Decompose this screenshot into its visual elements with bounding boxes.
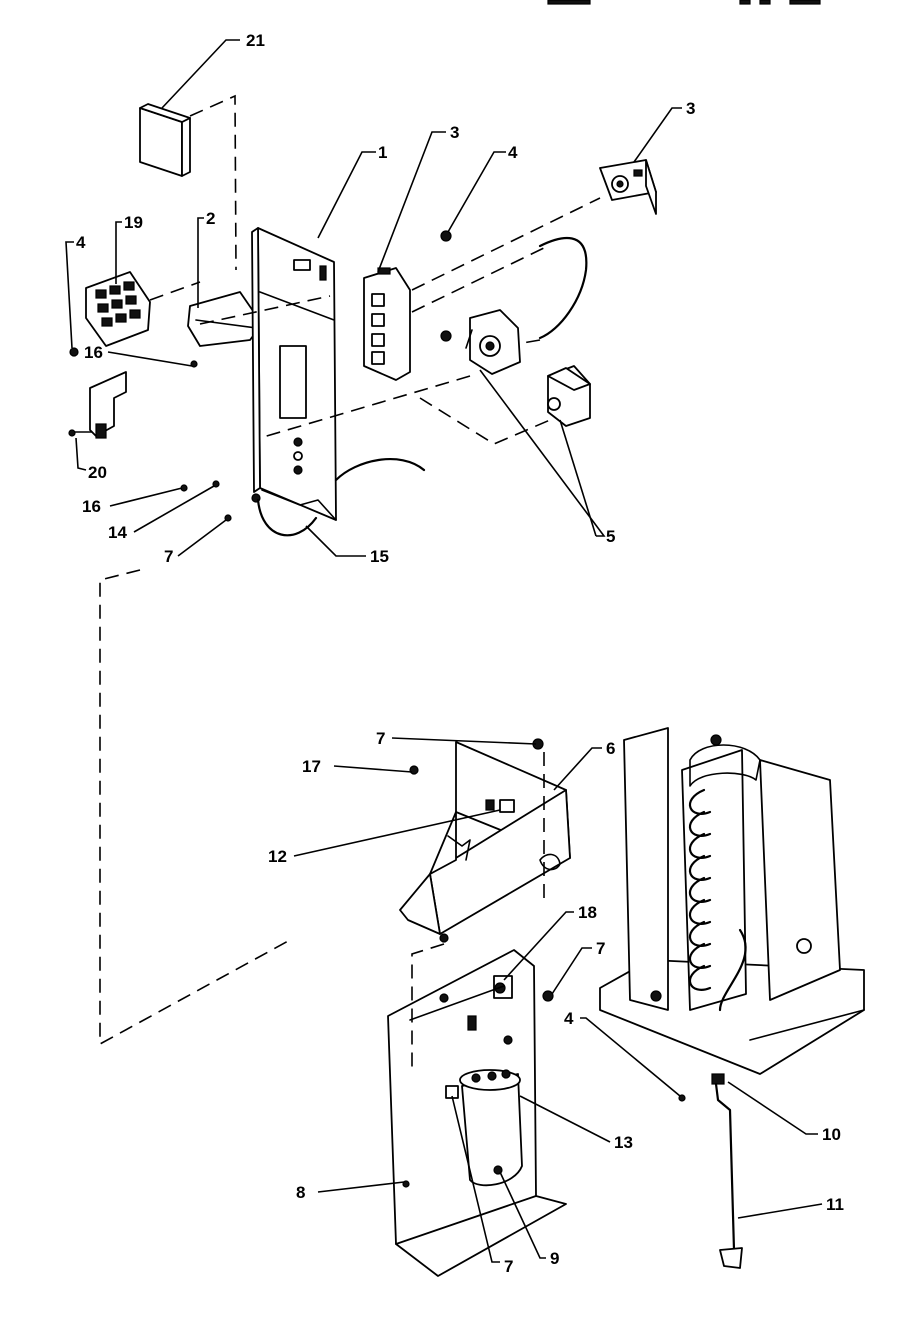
part-20-bracket	[68, 371, 127, 439]
part-10-11-ground-wire	[711, 1073, 743, 1269]
fasteners-right	[542, 990, 686, 1102]
callout-4-top: 4	[508, 143, 518, 162]
part-19-switch-housing	[85, 271, 151, 347]
callout-18: 18	[578, 903, 597, 922]
callout-4-left: 4	[76, 233, 86, 252]
wire-harness	[538, 236, 588, 340]
ground-wire-15	[256, 458, 426, 537]
callout-16-upper: 16	[84, 343, 103, 362]
leader-lines	[65, 39, 823, 1263]
callout-3-top: 3	[450, 123, 459, 142]
part-21-cover-plate	[139, 103, 191, 177]
callout-7-upper: 7	[164, 547, 173, 566]
callout-4-right: 4	[564, 1009, 574, 1028]
callout-7-bottom: 7	[504, 1257, 513, 1276]
callout-16-lower: 16	[82, 497, 101, 516]
part-9-capacitor	[445, 1069, 523, 1187]
screws-4	[69, 230, 452, 357]
callout-19: 19	[124, 213, 143, 232]
fasteners-left	[180, 360, 261, 522]
callout-13: 13	[614, 1133, 633, 1152]
part-6-control-box	[399, 738, 571, 943]
callout-10: 10	[822, 1125, 841, 1144]
callout-11: 11	[826, 1195, 844, 1214]
part-3-control-switch	[363, 267, 411, 381]
header-fragment	[547, 0, 821, 5]
callout-14: 14	[108, 523, 127, 542]
callout-15: 15	[370, 547, 389, 566]
callout-6: 6	[606, 739, 615, 758]
callout-2: 2	[206, 209, 215, 228]
callout-9: 9	[550, 1249, 559, 1268]
part-1-control-panel	[251, 227, 337, 521]
callout-21: 21	[246, 31, 265, 50]
callout-3-right: 3	[686, 99, 695, 118]
callout-5: 5	[606, 527, 615, 546]
callout-labels: 21 1 3 4 3 4 19 2 16 20 16 14 7 15 5 7 6…	[76, 31, 844, 1276]
callout-7-right: 7	[596, 939, 605, 958]
part-5-switch-b	[547, 365, 591, 427]
callout-20: 20	[88, 463, 107, 482]
coil-assembly	[599, 727, 865, 1075]
part-5-switch-a	[465, 309, 521, 375]
callout-1: 1	[378, 143, 387, 162]
callout-8: 8	[296, 1183, 305, 1202]
callout-17: 17	[302, 757, 321, 776]
callout-7-mid: 7	[376, 729, 385, 748]
callout-12: 12	[268, 847, 287, 866]
part-3-rotary-switch	[599, 159, 657, 215]
